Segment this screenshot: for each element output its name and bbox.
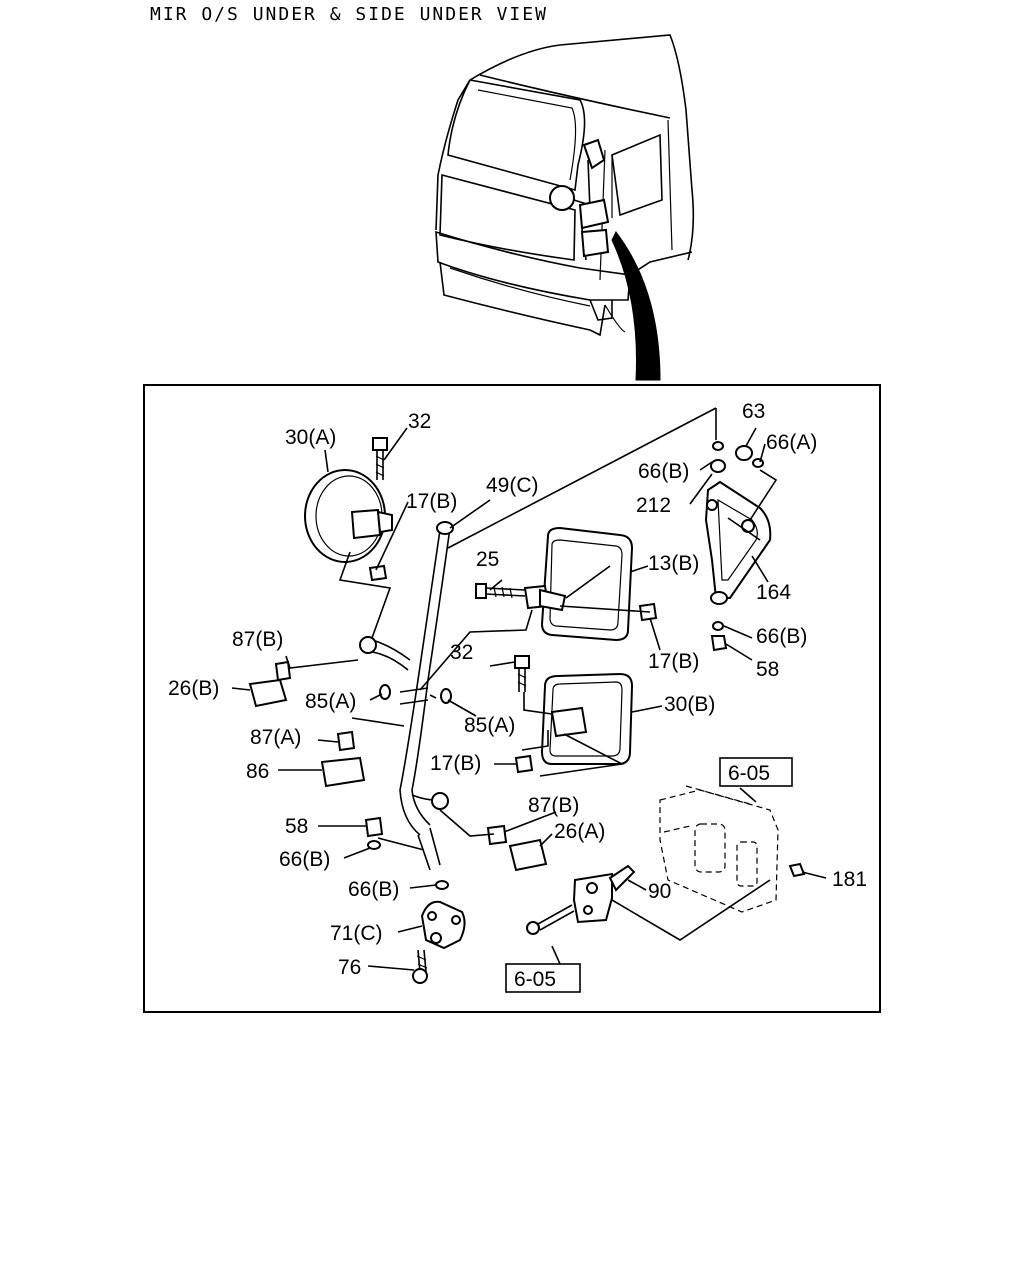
label-87b-low: 87(B) <box>528 794 579 817</box>
rect-mirror-30b <box>540 672 634 765</box>
label-87a: 87(A) <box>250 726 301 749</box>
nut-58-left <box>364 816 384 838</box>
label-17b-mid: 17(B) <box>648 650 699 673</box>
label-58-left: 58 <box>285 815 308 838</box>
washer-66b-center <box>435 880 449 890</box>
label-26b: 26(B) <box>168 677 219 700</box>
label-76: 76 <box>338 956 361 979</box>
label-30b: 30(B) <box>664 693 715 716</box>
label-85a-left: 85(A) <box>305 690 356 713</box>
label-25: 25 <box>476 548 499 571</box>
label-71c: 71(C) <box>330 922 383 945</box>
bracket-164 <box>704 480 772 605</box>
round-mirror-30a <box>304 469 393 563</box>
part-labels: 30(A) 32 17(B) 49(C) 63 66(A) 66(B) 212 … <box>168 400 867 979</box>
bushing-212 <box>710 459 726 473</box>
cover-26b <box>248 678 288 708</box>
label-164: 164 <box>756 581 791 604</box>
truck-cab-illustration <box>435 34 695 381</box>
washer-66b-left <box>367 840 381 850</box>
label-212: 212 <box>636 494 671 517</box>
label-30a: 30(A) <box>285 426 336 449</box>
label-13b: 13(B) <box>648 552 699 575</box>
label-49c: 49(C) <box>486 474 539 497</box>
panel-6-05 <box>659 785 779 913</box>
label-58-right: 58 <box>756 658 779 681</box>
label-90: 90 <box>648 880 671 903</box>
detail-frame <box>143 384 881 1013</box>
reference-box-top[interactable]: 6-05 <box>719 757 793 787</box>
bolt-90-fastener <box>526 904 575 935</box>
washer-66b-right <box>712 621 724 631</box>
bolt-25 <box>475 583 526 599</box>
bolt-32-mid <box>514 655 530 692</box>
clip-87a <box>336 730 356 752</box>
base-71c <box>420 900 466 950</box>
clip-181 <box>788 862 806 878</box>
washer-66a <box>752 458 764 468</box>
label-63: 63 <box>742 400 765 423</box>
label-86: 86 <box>246 760 269 783</box>
label-66b-top: 66(B) <box>638 460 689 483</box>
rect-mirror-13b <box>523 526 634 642</box>
reference-label-bottom: 6-05 <box>514 968 556 991</box>
cover-26a <box>508 838 548 872</box>
label-32-top: 32 <box>408 410 431 433</box>
label-17b-top: 17(B) <box>406 490 457 513</box>
reference-box-bottom[interactable]: 6-05 <box>505 963 581 993</box>
cap-63 <box>735 445 753 461</box>
clip-87b-top <box>274 660 292 682</box>
mirror-stay-49c <box>359 521 454 871</box>
nut-58-right <box>710 635 728 652</box>
label-85a-right: 85(A) <box>464 714 515 737</box>
leader-lines <box>231 407 827 971</box>
label-181: 181 <box>832 868 867 891</box>
washer-66b-top <box>712 441 724 451</box>
clip-87b-low <box>486 824 508 846</box>
label-66b-left: 66(B) <box>279 848 330 871</box>
label-26a: 26(A) <box>554 820 605 843</box>
reference-label-top: 6-05 <box>728 762 770 785</box>
page-title: MIR O/S UNDER & SIDE UNDER VIEW <box>150 4 548 25</box>
label-32-mid: 32 <box>450 641 473 664</box>
bolt-32-top <box>372 437 388 480</box>
label-17b-low: 17(B) <box>430 752 481 775</box>
parts-group <box>248 437 806 984</box>
label-66b-center: 66(B) <box>348 878 399 901</box>
label-87b-top: 87(B) <box>232 628 283 651</box>
cover-86 <box>320 756 366 788</box>
nut-17b-low <box>514 754 534 774</box>
label-66a: 66(A) <box>766 431 817 454</box>
grommet-85a-left <box>379 684 391 700</box>
nut-17b-top <box>368 564 388 582</box>
label-66b-right: 66(B) <box>756 625 807 648</box>
bracket-90 <box>572 864 636 924</box>
bolt-76 <box>412 949 428 984</box>
